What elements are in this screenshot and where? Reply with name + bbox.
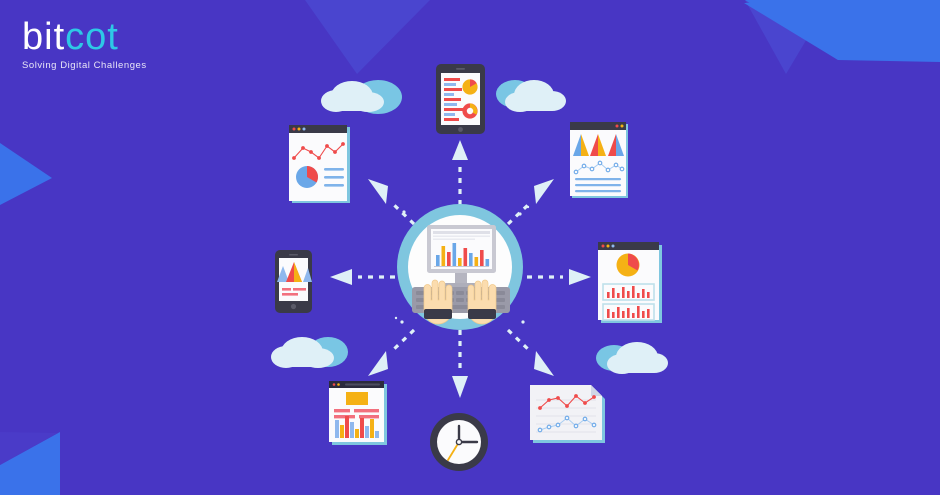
clock-second-hand: [447, 441, 460, 461]
triangle-bottom-left-bright-icon: [0, 432, 60, 495]
arrow-left-icon: [330, 269, 395, 285]
cloud-top-left: [321, 80, 402, 114]
triangle-bottom-left-subtle-icon: [0, 432, 58, 465]
bar-panel-top: [602, 283, 655, 301]
brand-name-part1: bit: [22, 16, 66, 58]
icon-window-triangles-report[interactable]: [570, 122, 628, 198]
window-pie-chart: [616, 253, 640, 277]
arrow-up-right-icon: [506, 179, 554, 226]
tablet-donut-chart: [462, 103, 478, 119]
monitor-bar-chart: [434, 243, 490, 267]
clock-center-pin: [455, 438, 463, 446]
window-titlebar: [289, 125, 347, 133]
phone-triangle-chart: [277, 262, 312, 282]
icon-tablet-report[interactable]: [436, 64, 485, 134]
cloud-front-puff: [505, 80, 566, 112]
sleeve-left: [424, 309, 452, 319]
bar-panel-bottom: [602, 303, 655, 321]
phone-text-bars: [282, 288, 306, 296]
cloud-bottom-left: [271, 337, 348, 368]
window-titlebar: [570, 122, 626, 130]
window-text-lines: [575, 178, 621, 193]
headline-block: [346, 392, 368, 405]
arrow-down-left-icon: [368, 328, 416, 376]
triangle-left-bright-icon: [0, 143, 52, 205]
window-pie-chart: [296, 166, 318, 188]
bottom-left-bar-chart: [335, 416, 379, 438]
cloud-front-puff: [321, 81, 384, 112]
icon-document-line-charts[interactable]: [530, 385, 605, 443]
icon-window-pie-line-report[interactable]: [289, 125, 350, 203]
cloud-top-right: [496, 80, 566, 112]
sparkle-icon: [394, 205, 530, 324]
document-red-line-chart: [538, 394, 596, 410]
arrow-up-icon: [452, 140, 468, 205]
document-rule-lines: [536, 399, 596, 433]
triangle-top-right-bright-b-icon: [744, 0, 838, 60]
tablet-pie-chart: [462, 79, 478, 95]
icon-window-bar-chart-report[interactable]: [329, 381, 387, 445]
scatter-line-chart: [573, 160, 625, 175]
monitor-icon: [427, 225, 496, 288]
tablet-bar-list: [444, 78, 463, 121]
text-bars: [334, 409, 379, 419]
arrow-down-icon: [452, 330, 468, 398]
arrow-right-icon: [527, 269, 591, 285]
sleeve-right: [468, 309, 496, 319]
arrow-down-right-icon: [506, 328, 554, 376]
cloud-front-puff: [607, 342, 668, 374]
line-chart-points: [292, 142, 345, 160]
triangle-top-left-down-icon: [305, 0, 430, 74]
document-blue-line-chart: [537, 415, 597, 433]
brand-logo[interactable]: bitcot Solving Digital Challenges: [22, 18, 147, 71]
arrow-up-left-icon: [368, 179, 416, 226]
icon-clock[interactable]: [430, 413, 488, 471]
icon-phone-triangles-report[interactable]: [275, 250, 312, 313]
window-text-lines: [324, 168, 344, 187]
triangle-charts: [573, 134, 624, 156]
window-titlebar: [598, 242, 659, 250]
brand-tagline: Solving Digital Challenges: [22, 60, 147, 71]
center-workstation[interactable]: [394, 204, 530, 330]
folded-corner-icon: [591, 385, 602, 396]
hands-icon: [423, 279, 497, 325]
icon-window-pie-bars-report[interactable]: [598, 242, 662, 323]
cloud-front-puff: [271, 337, 334, 368]
brand-name-part2: cot: [65, 16, 119, 58]
cloud-bottom-right: [596, 342, 668, 374]
brand-wordmark: bitcot: [22, 18, 147, 56]
